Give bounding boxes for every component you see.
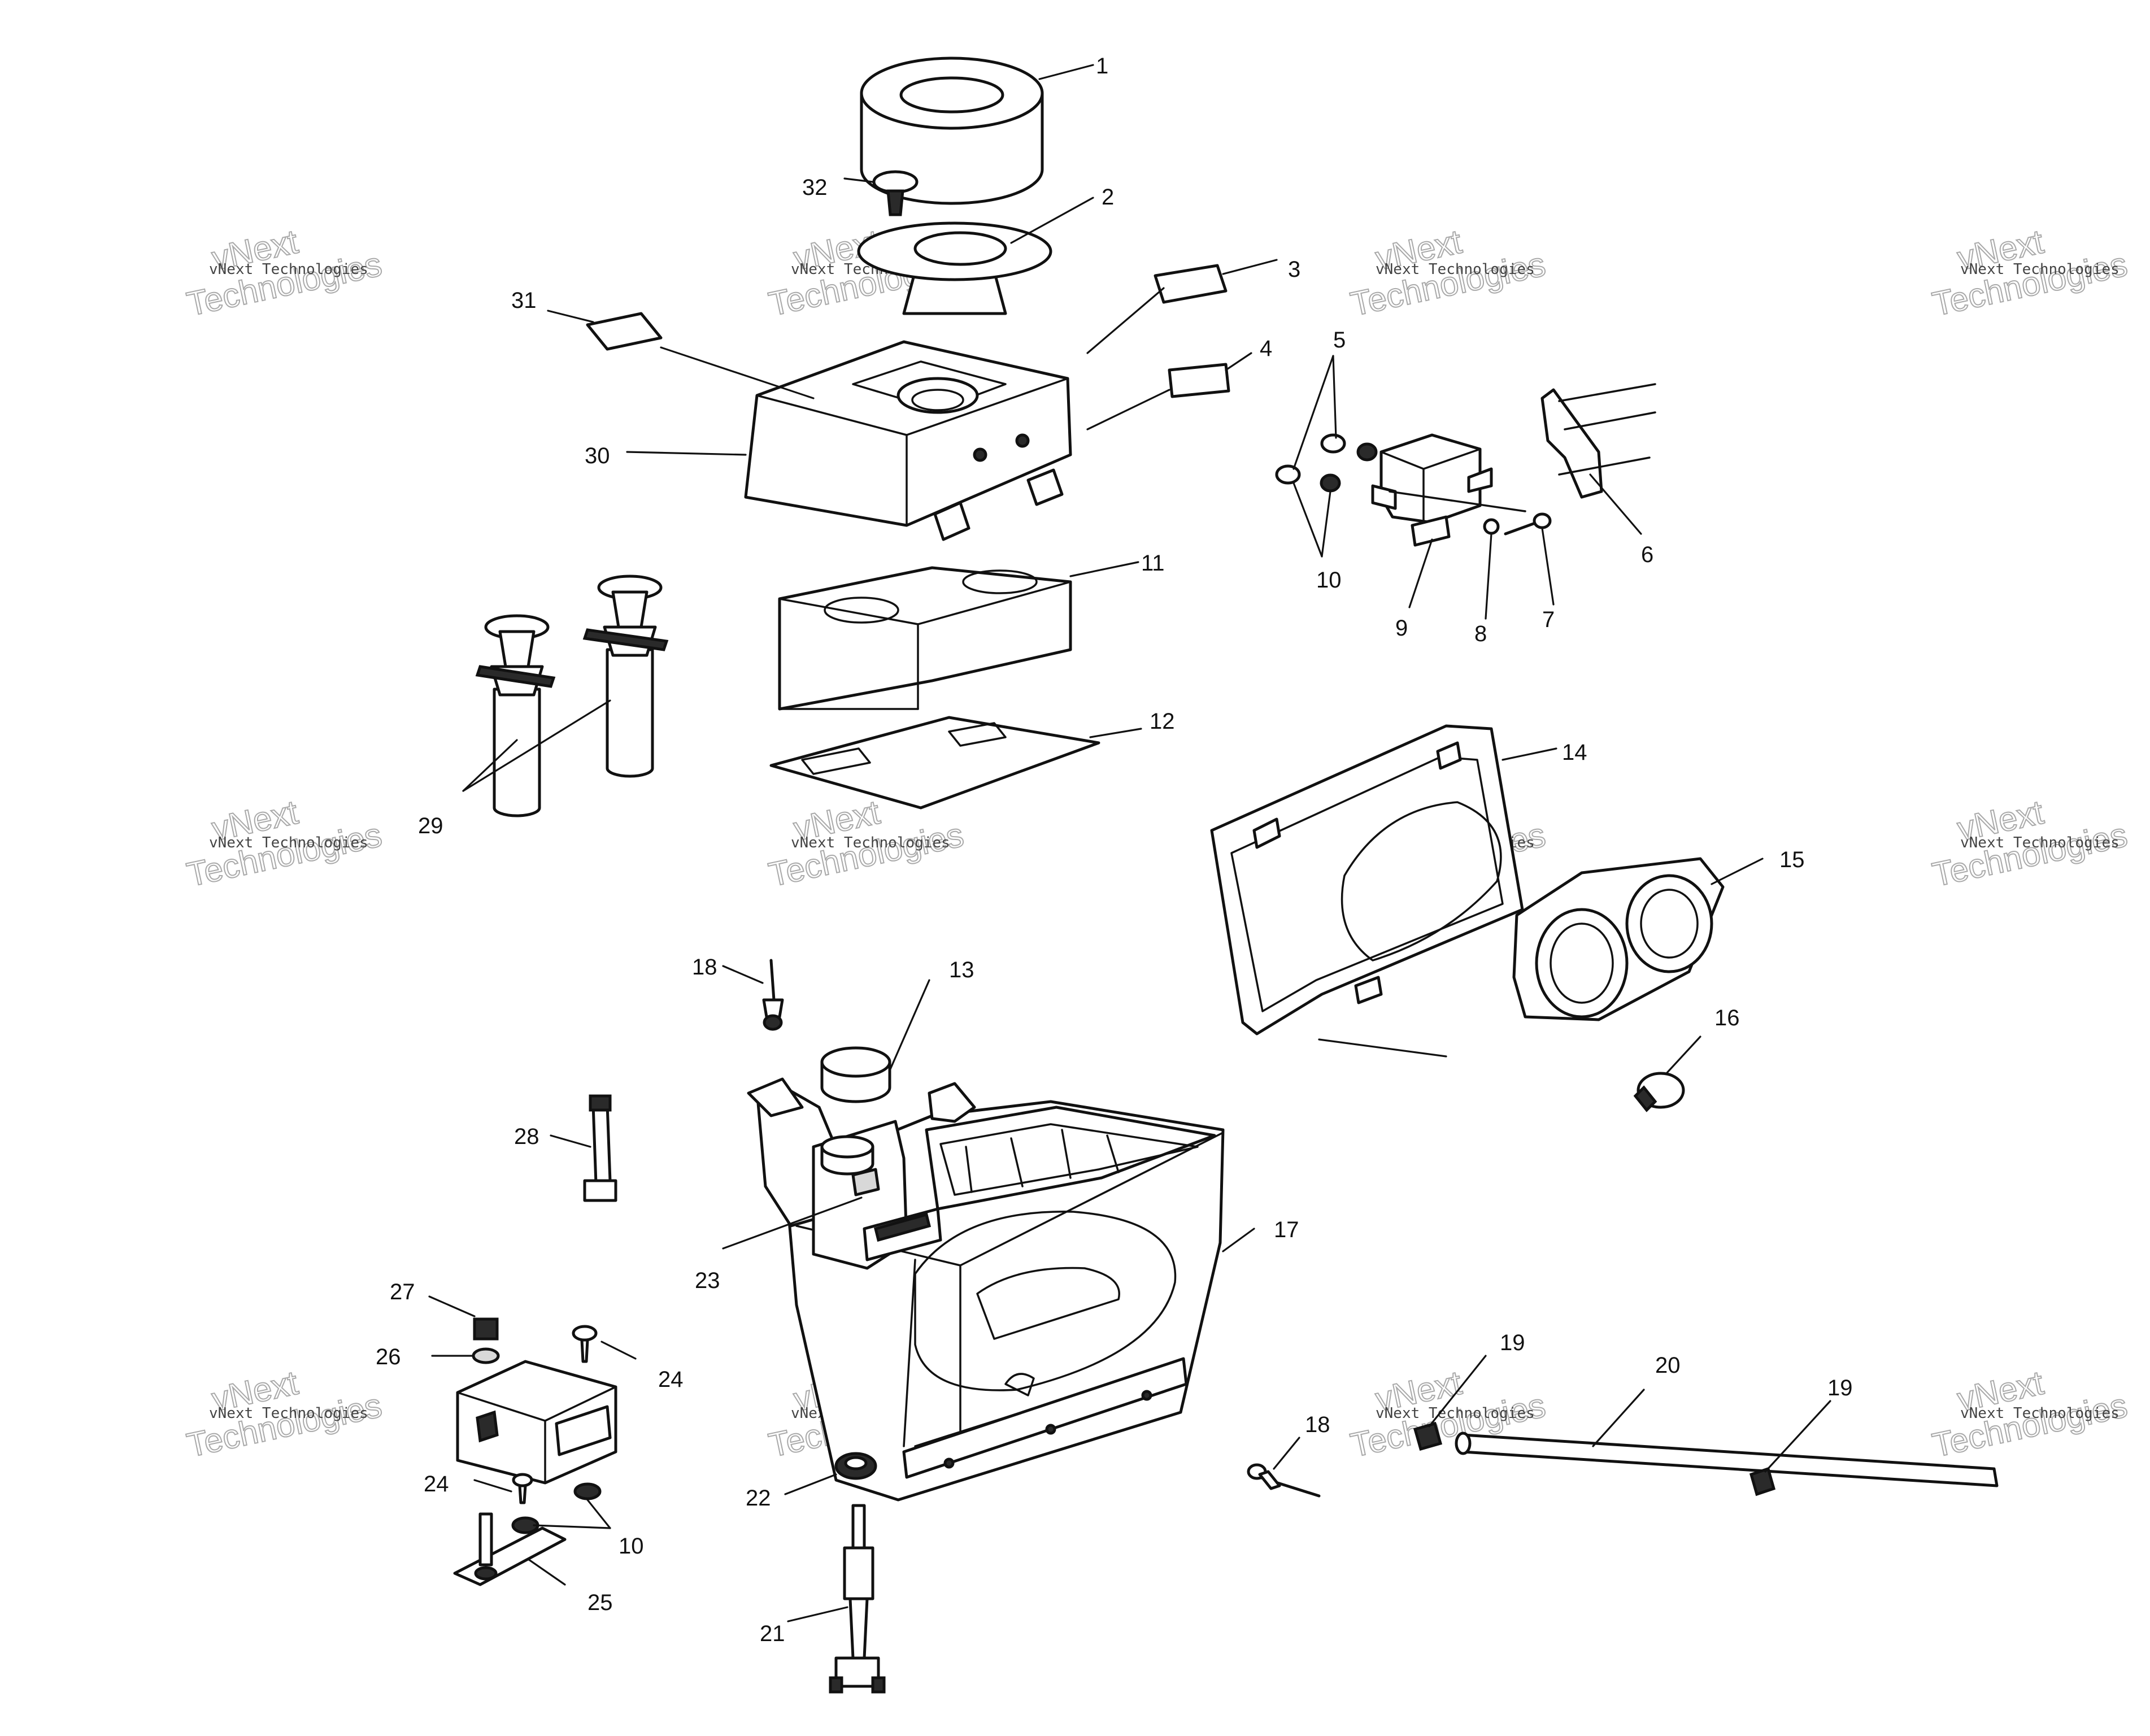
part-32-push-rivet[interactable] [872,170,919,216]
callout-10: 10 [1316,568,1342,593]
callout-17: 17 [1274,1217,1299,1242]
callout-3: 3 [1288,257,1300,282]
watermark-small: vNext Technologies [1376,1405,1535,1422]
callout-26: 26 [376,1345,401,1369]
part-6-bracket[interactable] [1540,383,1656,499]
watermark-small: vNext Technologies [1960,1405,2119,1422]
part-13-cap[interactable] [820,1046,891,1103]
callout-5: 5 [1333,328,1346,353]
callout-14: 14 [1562,740,1587,765]
part-15-intake-adapter[interactable] [1512,857,1725,1021]
part-24-screw-lower[interactable] [512,1473,533,1504]
callout-31: 31 [511,288,537,313]
part-30-airbox-lid[interactable] [744,340,1072,541]
watermark-small: vNext Technologies [791,834,950,851]
part-18-rivet-upper[interactable] [762,959,784,1031]
part-23-oil-tank[interactable] [747,1077,942,1270]
part-4-decal[interactable] [1168,363,1230,398]
part-26-washer[interactable] [472,1347,500,1364]
callout-16: 16 [1714,1006,1740,1030]
part-21-sensor[interactable] [829,1504,886,1694]
callout-23: 23 [695,1268,720,1293]
part-11-foam-filter[interactable] [778,566,1072,711]
callout-12: 12 [1150,709,1175,734]
part-25-mounting-plate[interactable] [453,1512,567,1586]
part-12-gasket-plate[interactable] [769,716,1100,810]
part-31-decal[interactable] [586,312,663,351]
leader-lines [428,64,1831,1622]
part-29-intake-funnels[interactable] [475,575,669,817]
callout-30: 30 [585,443,610,468]
callout-28: 28 [514,1124,539,1149]
part-20-rod[interactable] [1455,1432,1999,1487]
callout-15: 15 [1779,847,1805,872]
electronic-module[interactable] [456,1360,617,1485]
part-27-nut[interactable] [473,1317,499,1341]
callout-8: 8 [1474,621,1487,646]
callout-2: 2 [1102,185,1114,210]
callout-24-lower: 24 [424,1472,449,1496]
callout-18-upper: 18 [692,955,717,980]
watermark-small: vNext Technologies [1960,261,2119,278]
callout-19-right: 19 [1827,1376,1853,1400]
part-10-washers-lower[interactable] [511,1482,602,1534]
part-2-intake-boot[interactable] [857,221,1052,315]
part-24-screw-upper[interactable] [572,1325,598,1363]
callout-27: 27 [390,1280,415,1304]
part-19-clip-left[interactable] [1413,1421,1443,1451]
callout-11: 11 [1141,551,1165,576]
part-19-clip-right[interactable] [1749,1467,1776,1496]
part-16-bolt[interactable] [1633,1072,1685,1112]
part-17-airbox-base[interactable] [784,1082,1225,1502]
callout-32: 32 [802,175,828,200]
callout-19-left: 19 [1500,1330,1525,1355]
callout-1: 1 [1096,54,1108,79]
part-14-side-cover[interactable] [1210,724,1524,1035]
part-9-ignition-coil[interactable] [1371,433,1526,547]
callout-4: 4 [1260,336,1272,361]
part-8-washer[interactable] [1483,518,1500,535]
watermark-small: vNext Technologies [1960,834,2119,851]
callout-20: 20 [1655,1353,1681,1378]
part-28-clip[interactable] [583,1094,617,1202]
callout-25: 25 [587,1590,613,1615]
callout-9: 9 [1395,616,1408,641]
part-18-rivet-lower[interactable] [1247,1463,1321,1498]
callout-22: 22 [746,1486,771,1511]
callout-7: 7 [1542,607,1555,632]
callout-29: 29 [418,813,443,838]
callout-18-lower: 18 [1305,1412,1330,1437]
watermark-small: vNext Technologies [1376,261,1535,278]
watermark-small: vNext Technologies [209,1405,368,1422]
callout-10-lower: 10 [619,1534,644,1559]
part-22-grommet[interactable] [834,1452,877,1480]
watermark-small: vNext Technologies [209,261,368,278]
callout-24-upper: 24 [658,1367,684,1392]
part-3-decal[interactable] [1154,264,1228,304]
part-5-10-spacers-washers[interactable] [1275,433,1378,493]
watermark-small: vNext Technologies [209,834,368,851]
callout-21: 21 [760,1621,785,1646]
callout-labels: 1 32 2 3 4 31 30 11 12 29 5 10 9 8 7 6 1… [376,54,1853,1646]
callout-6: 6 [1641,542,1653,567]
callout-13: 13 [949,958,974,982]
